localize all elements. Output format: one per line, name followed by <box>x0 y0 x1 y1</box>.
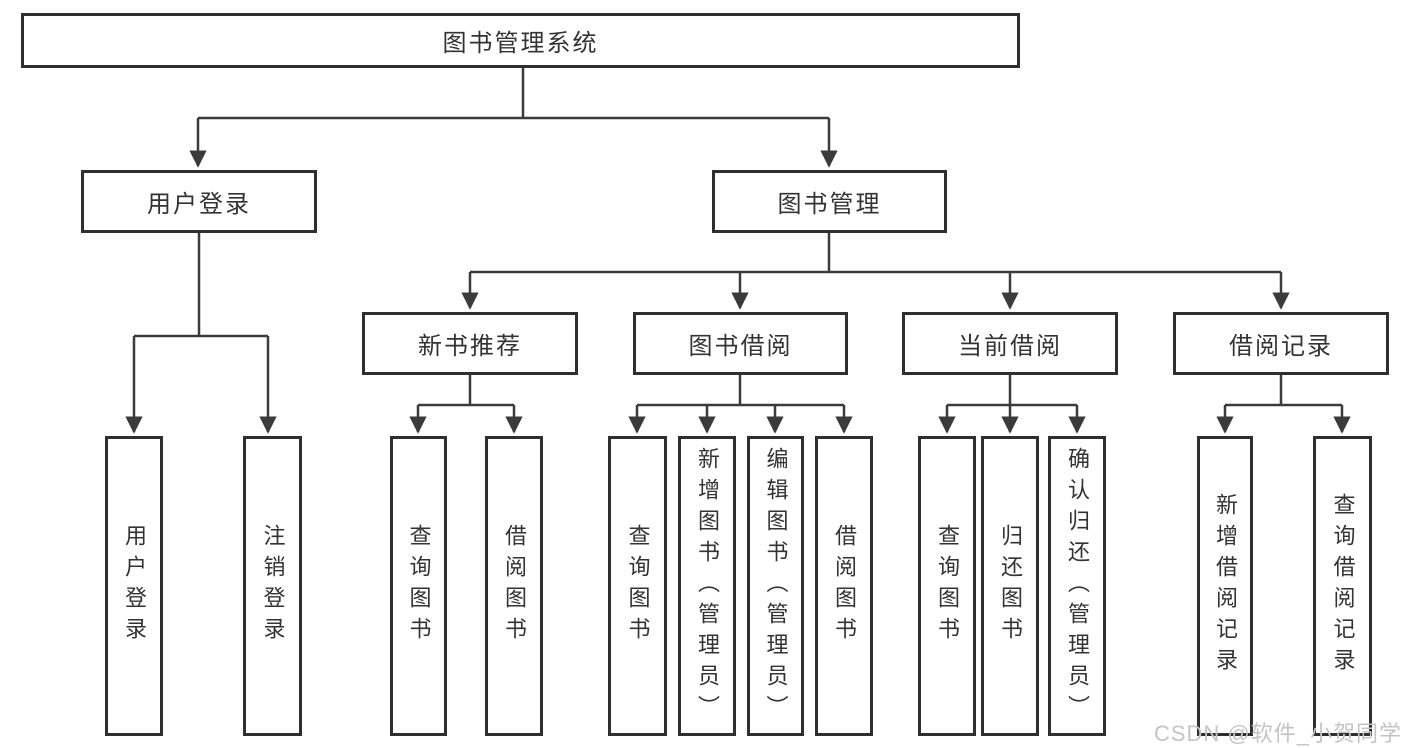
leaf-borrow-book-1-label: 借阅图书 <box>502 524 527 648</box>
leaf-query-book-2-label: 查询图书 <box>625 524 651 648</box>
leaf-logout-label: 注销登录 <box>260 524 286 648</box>
leaf-logout: 注销登录 <box>243 436 302 736</box>
leaf-borrow-book-2: 借阅图书 <box>815 436 873 736</box>
leaf-add-borrow-record-label: 新增借阅记录 <box>1213 493 1238 679</box>
node-user-login-label: 用户登录 <box>147 191 251 218</box>
node-borrow-record-label: 借阅记录 <box>1229 333 1333 360</box>
leaf-query-book-3: 查询图书 <box>918 436 976 736</box>
node-book-borrow: 图书借阅 <box>633 312 848 375</box>
node-root-label: 图书管理系统 <box>442 30 599 57</box>
leaf-edit-book-admin-label: 编辑图书（管理员） <box>763 446 789 726</box>
node-new-book-recommend-label: 新书推荐 <box>418 333 522 360</box>
node-current-borrow: 当前借阅 <box>902 312 1118 375</box>
leaf-query-borrow-record-label: 查询借阅记录 <box>1330 493 1356 679</box>
node-borrow-record: 借阅记录 <box>1173 312 1389 375</box>
leaf-borrow-book-1: 借阅图书 <box>485 436 543 736</box>
leaf-borrow-book-2-label: 借阅图书 <box>832 524 857 648</box>
leaf-add-book-admin-label: 新增图书（管理员） <box>695 446 720 726</box>
leaf-query-book-2: 查询图书 <box>608 436 667 736</box>
leaf-query-book-1: 查询图书 <box>390 436 447 736</box>
leaf-query-book-3-label: 查询图书 <box>935 524 960 648</box>
leaf-confirm-return-admin-label: 确认归还（管理员） <box>1065 446 1090 726</box>
leaf-return-book-label: 归还图书 <box>998 524 1023 648</box>
node-book-borrow-label: 图书借阅 <box>688 333 793 360</box>
leaf-query-borrow-record: 查询借阅记录 <box>1313 436 1372 736</box>
leaf-add-borrow-record: 新增借阅记录 <box>1197 436 1253 736</box>
node-current-borrow-label: 当前借阅 <box>958 333 1062 360</box>
csdn-watermark: CSDN @软件_小贺同学 <box>1153 721 1402 746</box>
node-user-login: 用户登录 <box>81 170 317 233</box>
node-book-management: 图书管理 <box>712 170 947 233</box>
leaf-query-book-1-label: 查询图书 <box>406 524 432 648</box>
node-new-book-recommend: 新书推荐 <box>362 312 578 375</box>
leaf-confirm-return-admin: 确认归还（管理员） <box>1048 436 1106 736</box>
leaf-edit-book-admin: 编辑图书（管理员） <box>747 436 804 736</box>
leaf-user-login-label: 用户登录 <box>122 524 147 648</box>
node-root: 图书管理系统 <box>21 13 1020 68</box>
node-book-management-label: 图书管理 <box>777 191 882 218</box>
leaf-return-book: 归还图书 <box>981 436 1039 736</box>
leaf-user-login: 用户登录 <box>105 436 163 736</box>
leaf-add-book-admin: 新增图书（管理员） <box>678 436 736 736</box>
